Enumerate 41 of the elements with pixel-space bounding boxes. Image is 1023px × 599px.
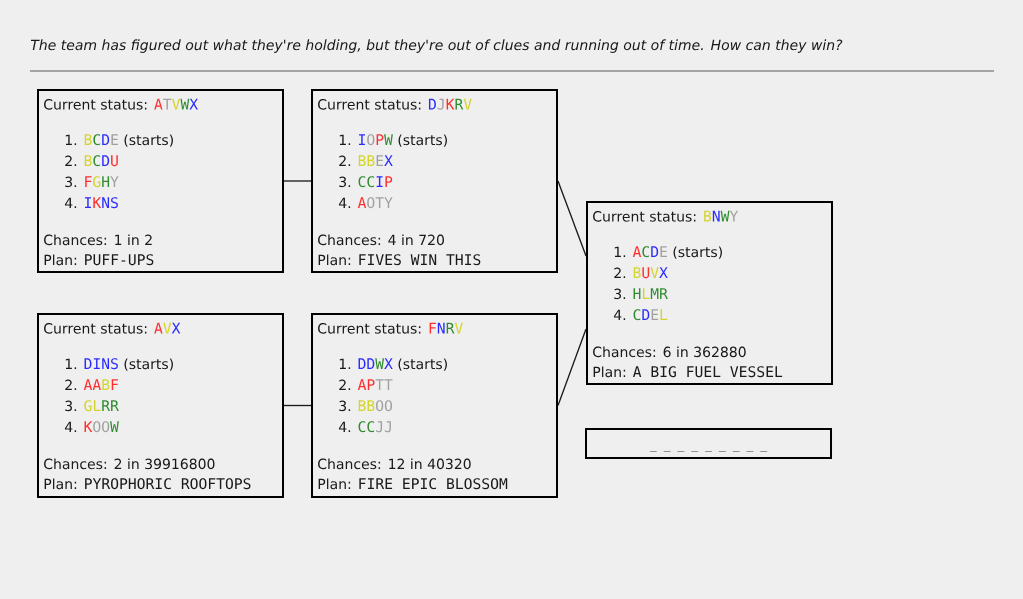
list-item: 2. BBEX bbox=[339, 155, 393, 166]
list-item: 2. AABF bbox=[65, 379, 118, 390]
list-item: 4. CCJJ bbox=[338, 421, 391, 433]
status-text: Current status: DJKRV bbox=[318, 98, 472, 110]
plan-text: Plan: FIRE EPIC BLOSSOM bbox=[318, 478, 508, 490]
connector-line bbox=[283, 180, 312, 182]
answer-box: _ _ _ _ _ _ _ _ _ bbox=[585, 428, 832, 459]
list-item: 1. DDWX (starts) bbox=[339, 358, 447, 371]
list-item: 2. APTT bbox=[339, 379, 393, 390]
odds-text: Chances: 12 in 40320 bbox=[318, 458, 471, 470]
odds-text: Chances: 4 in 720 bbox=[318, 234, 444, 246]
odds-text: Chances: 6 in 362880 bbox=[593, 346, 746, 358]
list-item: 3. HLMR bbox=[614, 288, 668, 300]
connector-line bbox=[557, 180, 587, 257]
status-text: Current status: FNRV bbox=[318, 322, 463, 334]
list-item: 4. CDEL bbox=[613, 309, 668, 321]
list-item: 1. ACDE (starts) bbox=[614, 246, 722, 259]
list-item: 2. BUVX bbox=[614, 267, 668, 279]
list-item: 1. DINS (starts) bbox=[65, 358, 173, 371]
list-item: 3. BBOO bbox=[339, 400, 393, 412]
plan-text: Plan: PUFF-UPS bbox=[44, 254, 154, 266]
list-item: 4. AOTY bbox=[338, 197, 393, 209]
list-item: 4. IKNS bbox=[64, 197, 118, 209]
plan-text: Plan: FIVES WIN THIS bbox=[318, 254, 481, 266]
title-text: The team has figured out what they're holding, but they're out of clues and running out of time. How can they win? bbox=[30, 39, 843, 53]
plan-text: Plan: A BIG FUEL VESSEL bbox=[593, 366, 783, 378]
connector-line bbox=[557, 328, 587, 407]
list-item: 3. GLRR bbox=[65, 400, 119, 412]
odds-text: Chances: 2 in 39916800 bbox=[44, 458, 215, 470]
list-item: 1. BCDE (starts) bbox=[65, 134, 173, 147]
list-item: 3. CCIP bbox=[339, 176, 393, 188]
list-item: 2. BCDU bbox=[65, 155, 118, 167]
odds-text: Chances: 1 in 2 bbox=[44, 234, 152, 246]
list-item: 1. IOPW (starts) bbox=[339, 134, 447, 147]
plan-text: Plan: PYROPHORIC ROOFTOPS bbox=[44, 478, 251, 490]
status-text: Current status: BNWY bbox=[593, 210, 738, 222]
status-text: Current status: ATVWX bbox=[44, 98, 198, 110]
status-text: Current status: AVX bbox=[44, 322, 181, 334]
connector-line bbox=[283, 404, 312, 407]
list-item: 3. FGHY bbox=[65, 176, 119, 188]
list-item: 4. KOOW bbox=[64, 421, 119, 433]
